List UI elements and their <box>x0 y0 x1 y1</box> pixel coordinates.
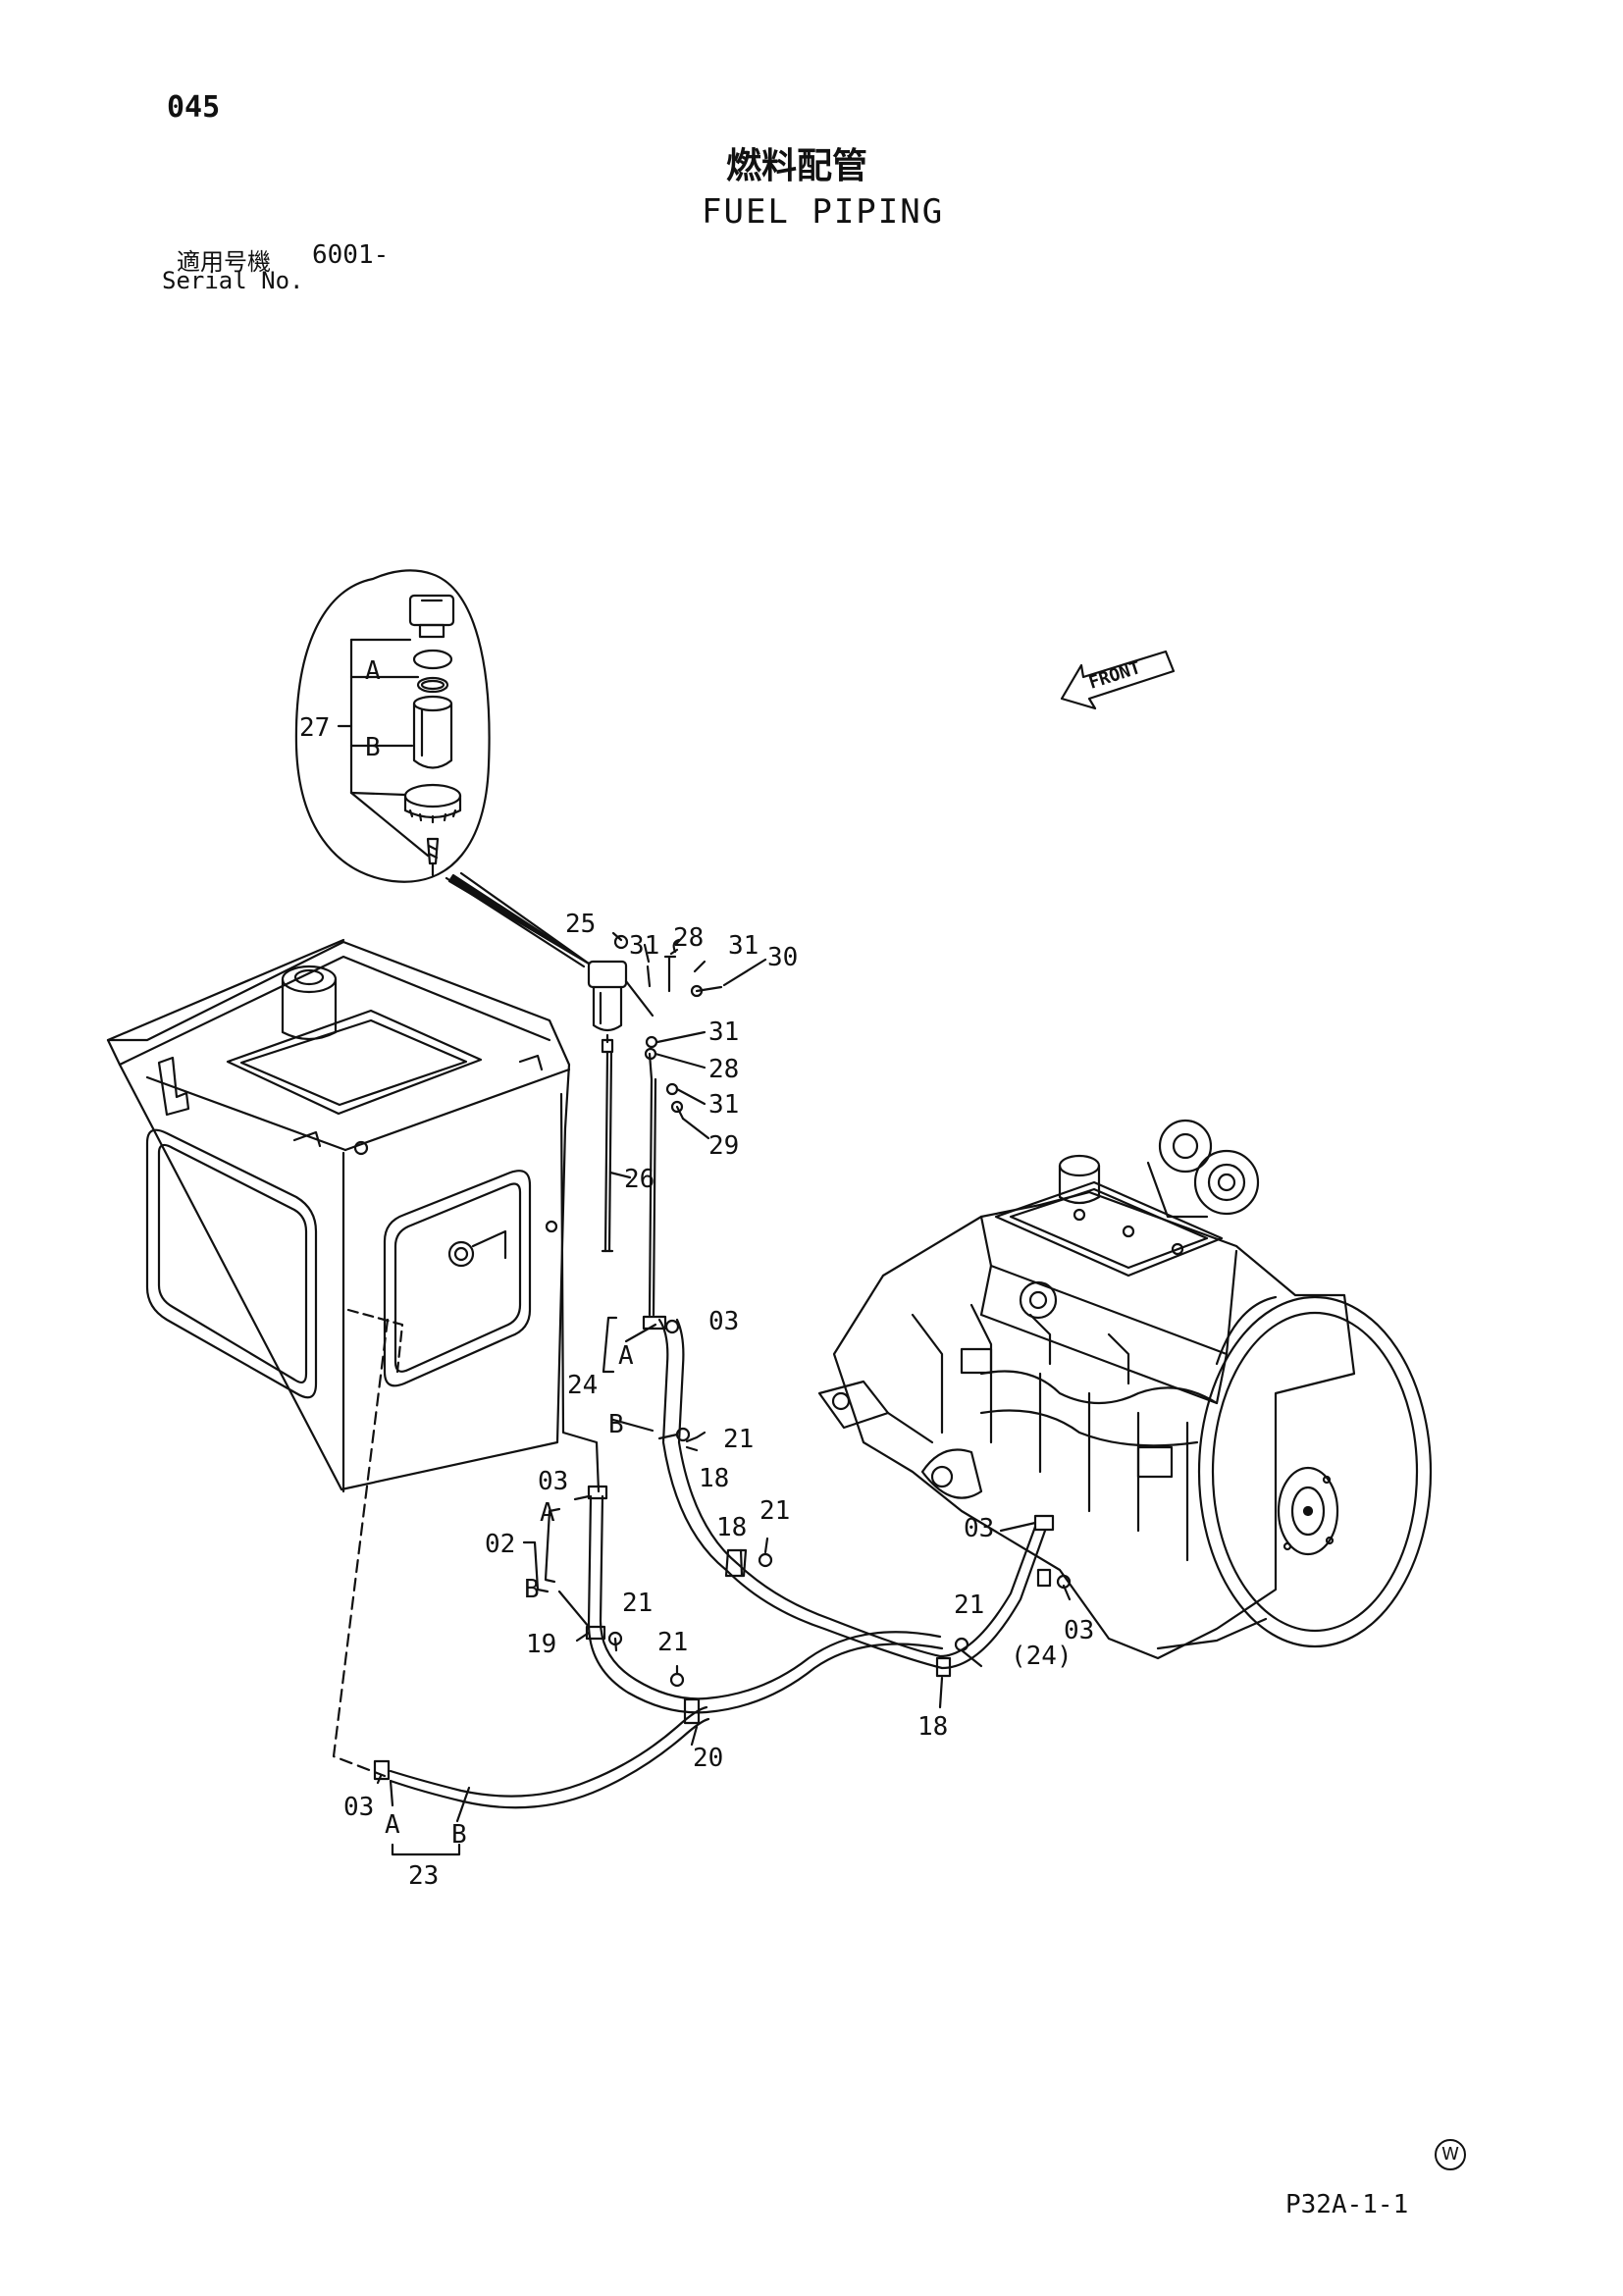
fuel-filter-mounted-icon <box>587 934 723 1253</box>
callout-label: 03 <box>343 1793 374 1822</box>
fuel-hose-icon <box>332 1077 1072 1809</box>
callout-label: 20 <box>693 1744 723 1773</box>
callout-label: 03 <box>964 1514 994 1543</box>
callout-label: 31 <box>629 931 659 961</box>
callout-label: 30 <box>767 943 798 972</box>
engine-icon <box>817 1119 1433 1660</box>
callout-labels: 27 A B 25 31 28 31 30 31 28 31 29 26 03 … <box>299 656 1094 1891</box>
callout-label: 19 <box>526 1630 556 1659</box>
page-code: P32A-1-1 <box>1285 2190 1409 2219</box>
callout-label: 03 <box>1064 1616 1094 1645</box>
callout-label: (24) <box>1011 1642 1073 1671</box>
callout-label: 23 <box>408 1861 439 1891</box>
callout-label: 18 <box>716 1513 747 1542</box>
callout-label: B <box>451 1820 467 1850</box>
callout-label: 21 <box>723 1425 754 1454</box>
callout-label: 26 <box>624 1165 654 1194</box>
callout-label: 24 <box>567 1371 598 1400</box>
callout-label: B <box>608 1410 624 1439</box>
circle-mark: W <box>1435 2139 1466 2170</box>
front-arrow-icon <box>1060 650 1176 710</box>
callout-label: 18 <box>917 1712 948 1742</box>
callout-label: 21 <box>759 1496 790 1526</box>
callout-label: A <box>385 1810 400 1840</box>
callout-label: 02 <box>485 1530 515 1559</box>
page-title-japanese: 燃料配管 <box>726 146 868 186</box>
callout-label: 31 <box>708 1090 739 1120</box>
callout-label: 25 <box>565 910 596 939</box>
fuel-filter-icon <box>294 569 591 968</box>
callout-label: B <box>365 733 381 762</box>
callout-label: 03 <box>708 1307 739 1336</box>
page-title: FUEL PIPING <box>702 192 945 232</box>
callout-label: 21 <box>657 1628 688 1657</box>
callout-label: A <box>540 1498 555 1528</box>
callout-label: B <box>524 1575 540 1604</box>
callout-label: 28 <box>673 923 704 953</box>
serial-label: Serial No. <box>162 267 304 294</box>
callout-label: A <box>618 1341 634 1371</box>
front-arrow-label: FRONT <box>1086 657 1143 694</box>
callout-label: 31 <box>728 931 759 961</box>
serial-label-japanese: 適用号機 <box>177 248 271 276</box>
serial-value: 6001- <box>312 240 390 270</box>
callout-label: 21 <box>954 1591 984 1620</box>
callout-label: 21 <box>622 1589 653 1618</box>
page-number: 045 <box>167 90 221 125</box>
callout-label: 27 <box>299 713 330 743</box>
callout-label: 29 <box>708 1131 739 1161</box>
callout-label: 28 <box>708 1055 739 1084</box>
callout-label: 03 <box>538 1467 568 1496</box>
callout-label: A <box>365 656 381 686</box>
callout-label: 31 <box>708 1018 739 1047</box>
callout-label: 18 <box>699 1464 729 1493</box>
callout-leaders <box>376 931 1072 1856</box>
fuel-tank-icon <box>106 938 571 1493</box>
